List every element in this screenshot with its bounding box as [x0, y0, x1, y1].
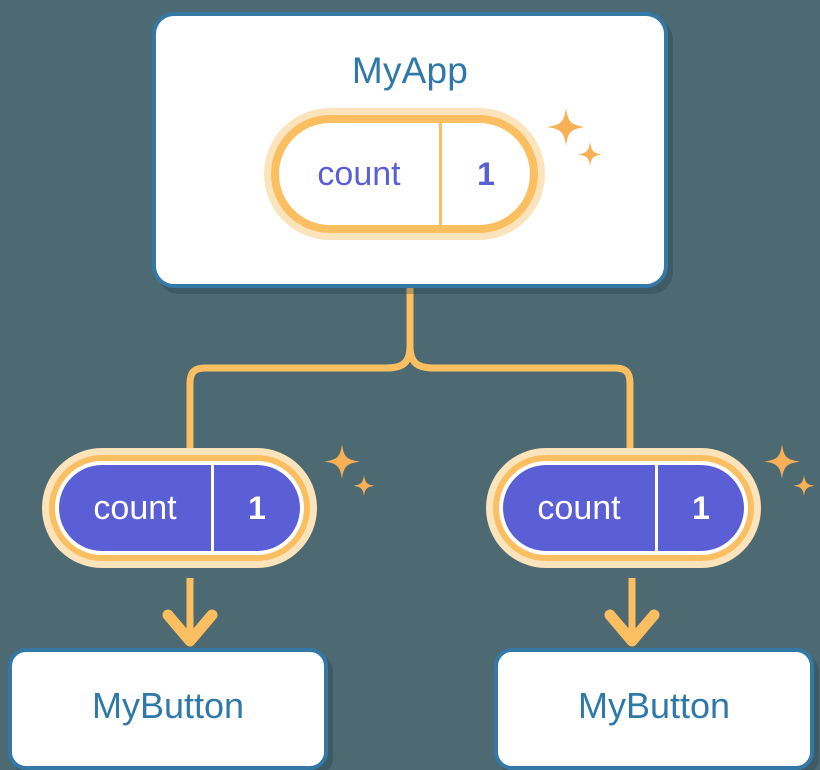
child-state-pill-left[interactable]: count 1 — [42, 448, 317, 568]
connector-branch-right — [406, 342, 634, 456]
connector-branch-left — [186, 342, 414, 456]
pill-divider — [211, 465, 214, 551]
child-component-label: MyButton — [577, 685, 731, 726]
child-component-label: MyButton — [91, 685, 245, 726]
pill-outer-halo: count 1 — [42, 448, 317, 568]
state-variable-value: 1 — [692, 490, 710, 526]
state-variable-name: count — [317, 155, 401, 193]
state-variable-name: count — [537, 489, 621, 527]
child-state-pill-right[interactable]: count 1 — [486, 448, 761, 568]
pill-outer-halo: count 1 — [486, 448, 761, 568]
pill-ring: count 1 — [49, 455, 310, 561]
parent-state-pill[interactable]: count 1 — [264, 108, 545, 240]
pill-divider — [655, 465, 658, 551]
sparkle-icon — [324, 444, 375, 496]
pill-body: count 1 — [59, 465, 300, 551]
sparkle-icon-group-right — [758, 440, 820, 511]
pill-outer-halo: count 1 — [264, 108, 545, 240]
pill-ring: count 1 — [493, 455, 754, 561]
pill-divider — [439, 123, 442, 225]
state-variable-value: 1 — [477, 156, 495, 192]
pill-body: count 1 — [279, 123, 530, 225]
pill-inner-gap: count 1 — [55, 461, 304, 555]
state-variable-value: 1 — [248, 490, 266, 526]
child-component-card-left[interactable]: MyButton — [8, 648, 328, 770]
sparkle-icon — [764, 444, 815, 496]
connector-arrow-left-head — [162, 609, 218, 647]
child-component-card-right[interactable]: MyButton — [494, 648, 814, 770]
pill-body: count 1 — [503, 465, 744, 551]
page-title: MyApp — [351, 50, 469, 91]
connector-arrow-right-head — [604, 609, 660, 647]
pill-ring: count 1 — [271, 115, 538, 233]
state-variable-name: count — [93, 489, 177, 527]
sparkle-icon-group-left — [318, 440, 380, 511]
pill-inner-gap: count 1 — [499, 461, 748, 555]
